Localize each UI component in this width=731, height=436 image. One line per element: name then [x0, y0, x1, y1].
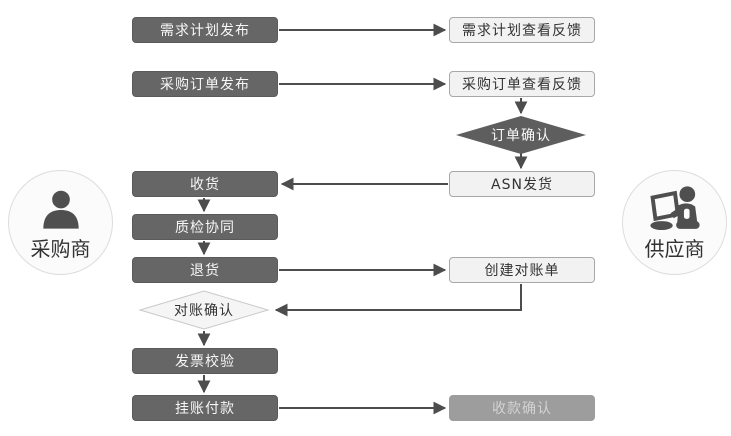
diamond-reconciliation-label: 对账确认 — [174, 303, 234, 319]
arrow-statement-to-reconciliation — [274, 284, 522, 317]
node-demand-plan-feedback: 需求计划查看反馈 — [449, 17, 595, 43]
node-create-statement: 创建对账单 — [449, 257, 595, 283]
node-return-goods: 退货 — [132, 257, 278, 283]
node-po-feedback: 采购订单查看反馈 — [449, 71, 595, 97]
buyer-label: 采购商 — [30, 237, 91, 261]
node-payment-confirmation: 收款确认 — [449, 395, 595, 421]
node-receive-goods: 收货 — [132, 171, 278, 197]
actor-supplier: 供应商 — [622, 170, 727, 275]
actor-buyer: 采购商 — [8, 170, 113, 275]
person-laptop-icon — [649, 186, 700, 231]
diamond-shape — [456, 116, 586, 154]
diamond-shape — [138, 290, 270, 330]
node-account-payment: 挂账付款 — [132, 395, 278, 421]
node-demand-plan-publish: 需求计划发布 — [132, 17, 278, 43]
person-icon — [42, 190, 79, 229]
node-invoice-verification: 发票校验 — [132, 348, 278, 374]
supplier-label: 供应商 — [644, 237, 705, 261]
node-asn-shipment: ASN发货 — [449, 171, 595, 197]
diamond-reconciliation-confirm: 对账确认 — [138, 290, 270, 330]
diamond-order-confirm: 订单确认 — [456, 116, 586, 154]
node-po-publish: 采购订单发布 — [132, 71, 278, 97]
node-quality-inspection: 质检协同 — [132, 214, 278, 240]
diamond-order-label: 订单确认 — [491, 128, 551, 144]
